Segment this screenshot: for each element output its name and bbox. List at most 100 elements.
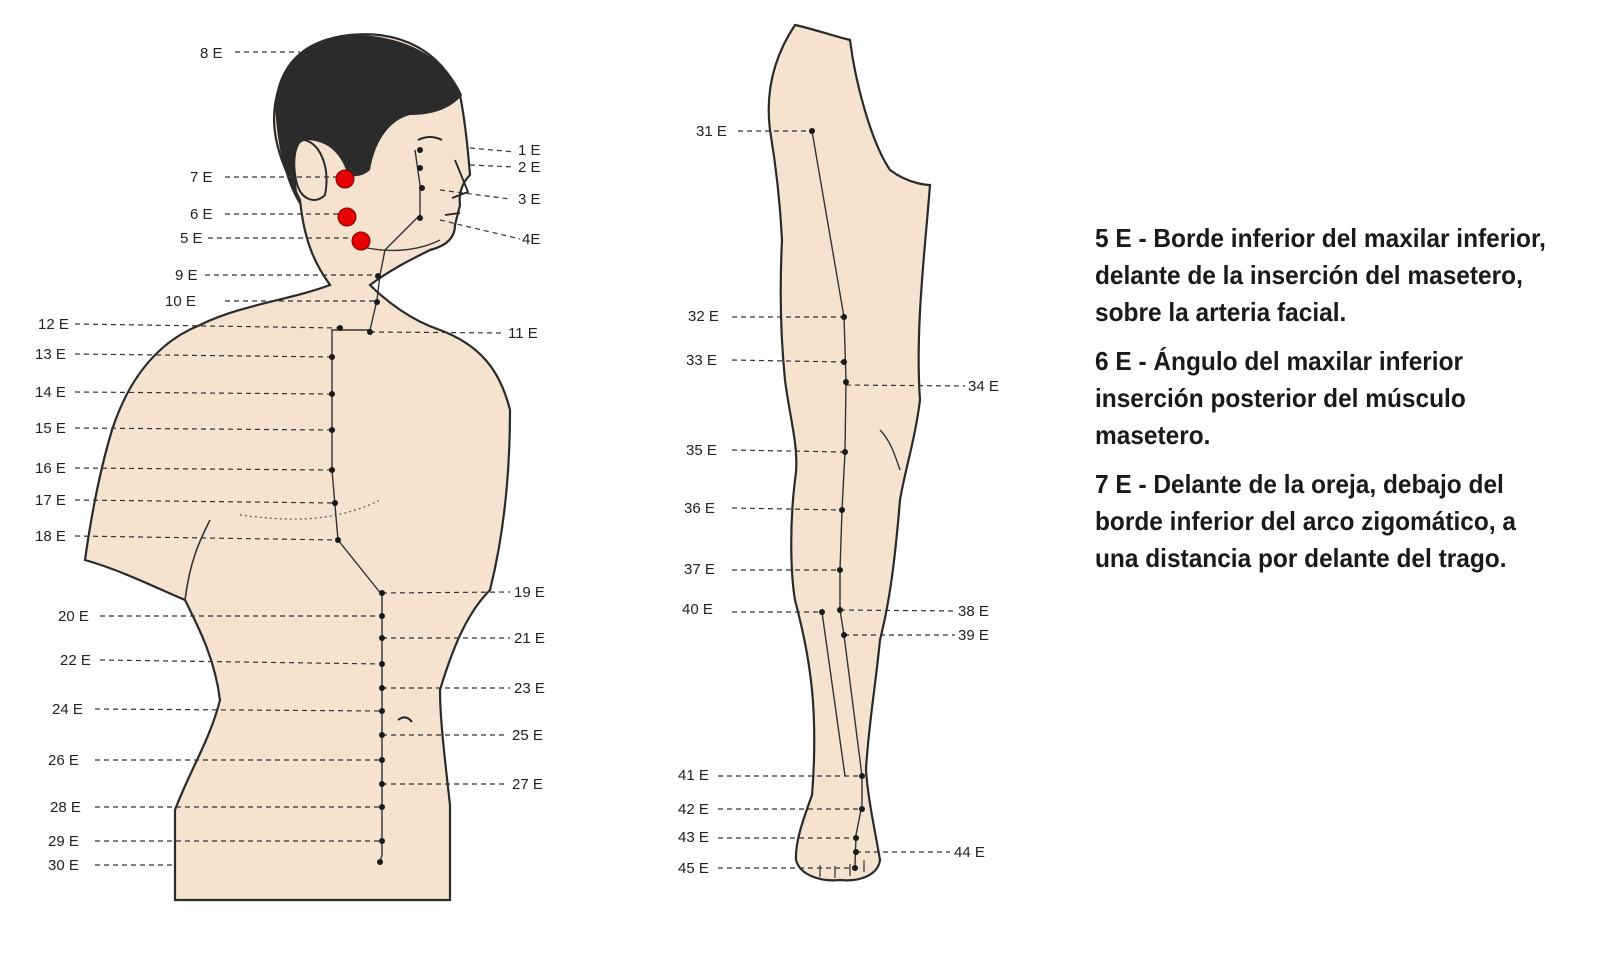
torso-labels: 8 E 1 E 2 E 3 E 4E 7 E 6 E 5 E 9 E 10 E … bbox=[35, 45, 545, 874]
leader-12e bbox=[74, 323, 341, 329]
leader-18e bbox=[74, 535, 339, 541]
point-9e bbox=[375, 273, 381, 279]
label-19e: 19 E bbox=[514, 584, 545, 601]
point-15e bbox=[329, 427, 335, 433]
torso-leader-lines bbox=[74, 51, 521, 866]
leader-2e bbox=[469, 164, 516, 168]
point-19e bbox=[379, 590, 385, 596]
point-32e bbox=[841, 314, 847, 320]
label-23e: 23 E bbox=[514, 680, 545, 697]
point-43e bbox=[853, 835, 859, 841]
leader-16e bbox=[74, 467, 333, 471]
label-26e: 26 E bbox=[48, 752, 79, 769]
navel bbox=[397, 716, 413, 723]
point-12e bbox=[337, 325, 343, 331]
leader-19e bbox=[381, 591, 511, 594]
leader-33e bbox=[731, 359, 845, 363]
leader-24e bbox=[94, 708, 383, 712]
pectoral-fold bbox=[239, 499, 381, 520]
label-25e: 25 E bbox=[512, 727, 543, 744]
point-34e bbox=[843, 379, 849, 385]
label-24e: 24 E bbox=[52, 701, 83, 718]
label-39e: 39 E bbox=[958, 627, 989, 644]
label-16e: 16 E bbox=[35, 460, 66, 477]
label-38e: 38 E bbox=[958, 603, 989, 620]
leg-meridian-branch bbox=[821, 611, 846, 777]
description-5e: 5 E - Borde inferior del maxilar inferio… bbox=[1095, 223, 1546, 327]
label-36e: 36 E bbox=[684, 500, 715, 517]
highlight-point-7e bbox=[335, 169, 355, 189]
point-31e bbox=[809, 128, 815, 134]
point-27e bbox=[379, 781, 385, 787]
label-8e: 8 E bbox=[200, 45, 223, 62]
point-11e bbox=[367, 329, 373, 335]
label-43e: 43 E bbox=[678, 829, 709, 846]
label-7e: 7 E bbox=[190, 169, 213, 186]
label-10e: 10 E bbox=[165, 293, 196, 310]
label-41e: 41 E bbox=[678, 767, 709, 784]
point-42e bbox=[859, 806, 865, 812]
label-40e: 40 E bbox=[682, 601, 713, 618]
point-17e bbox=[332, 500, 338, 506]
ear bbox=[293, 138, 328, 201]
label-35e: 35 E bbox=[686, 442, 717, 459]
point-10e bbox=[374, 299, 380, 305]
leader-38e bbox=[839, 609, 956, 612]
leader-35e bbox=[731, 449, 846, 453]
point-23e bbox=[379, 685, 385, 691]
knee-fold bbox=[879, 429, 901, 471]
arm-fold bbox=[184, 519, 211, 601]
point-29e bbox=[379, 838, 385, 844]
label-29e: 29 E bbox=[48, 833, 79, 850]
leader-1e bbox=[469, 147, 516, 153]
point-16e bbox=[329, 467, 335, 473]
point-39e bbox=[841, 632, 847, 638]
point-20e bbox=[379, 613, 385, 619]
label-18e: 18 E bbox=[35, 528, 66, 545]
label-6e: 6 E bbox=[190, 206, 213, 223]
label-14e: 14 E bbox=[35, 384, 66, 401]
description-6e: 6 E - Ángulo del maxilar inferior inserc… bbox=[1095, 346, 1466, 450]
point-38e bbox=[837, 607, 843, 613]
label-42e: 42 E bbox=[678, 801, 709, 818]
point-35e bbox=[842, 449, 848, 455]
point-44e bbox=[853, 849, 859, 855]
label-31e: 31 E bbox=[696, 123, 727, 140]
point-1e bbox=[417, 147, 423, 153]
label-5e: 5 E bbox=[180, 230, 203, 247]
label-27e: 27 E bbox=[512, 776, 543, 793]
eye bbox=[417, 136, 443, 141]
label-9e: 9 E bbox=[175, 267, 198, 284]
label-13e: 13 E bbox=[35, 346, 66, 363]
description-7e: 7 E - Delante de la oreja, debajo del bo… bbox=[1095, 469, 1517, 573]
highlight-point-6e bbox=[337, 207, 357, 227]
label-22e: 22 E bbox=[60, 652, 91, 669]
label-1e: 1 E bbox=[518, 142, 541, 159]
label-2e: 2 E bbox=[518, 159, 541, 176]
label-11e: 11 E bbox=[508, 325, 538, 342]
torso-points bbox=[329, 147, 425, 865]
hair bbox=[275, 35, 462, 205]
label-34e: 34 E bbox=[968, 378, 999, 395]
label-30e: 30 E bbox=[48, 857, 79, 874]
leader-15e bbox=[74, 427, 333, 431]
point-2e bbox=[417, 165, 423, 171]
point-37e bbox=[837, 567, 843, 573]
point-3e bbox=[419, 185, 425, 191]
highlight-point-5e bbox=[351, 231, 371, 251]
label-4e: 4E bbox=[522, 231, 540, 248]
label-17e: 17 E bbox=[35, 492, 66, 509]
label-44e: 44 E bbox=[954, 844, 985, 861]
point-40e bbox=[819, 609, 825, 615]
point-18e bbox=[335, 537, 341, 543]
torso-figure: 8 E 1 E 2 E 3 E 4E 7 E 6 E 5 E 9 E 10 E … bbox=[35, 33, 545, 902]
label-20e: 20 E bbox=[58, 608, 89, 625]
point-24e bbox=[379, 708, 385, 714]
label-37e: 37 E bbox=[684, 561, 715, 578]
leader-36e bbox=[731, 507, 843, 511]
label-12e: 12 E bbox=[38, 316, 69, 333]
leg-labels: 31 E 32 E 33 E 34 E 35 E 36 E 37 E 40 E … bbox=[678, 123, 999, 877]
point-26e bbox=[379, 757, 385, 763]
leader-14e bbox=[74, 391, 333, 395]
